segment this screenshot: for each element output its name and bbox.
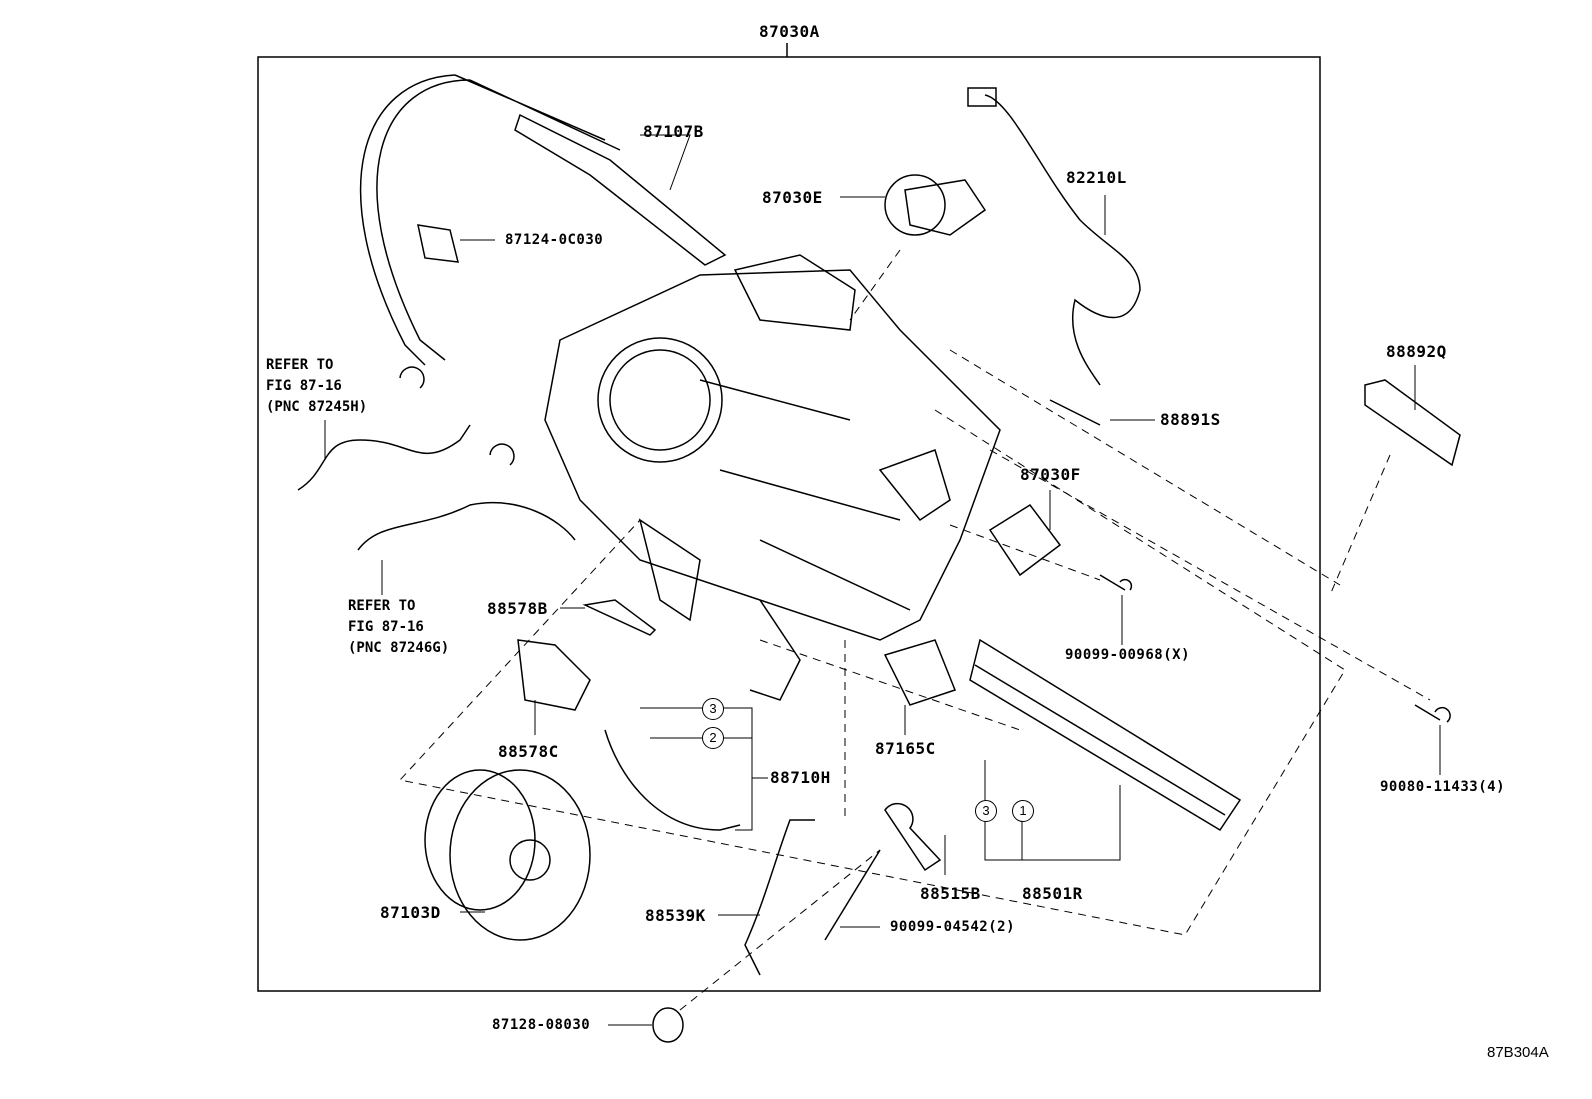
part-88515B-valve (884, 802, 942, 872)
part-82210L-harness (984, 94, 1141, 386)
label-90099-04542: 90099-04542(2) (890, 919, 1016, 935)
note-refer-87245H: REFER TO FIG 87-16 (PNC 87245H) (266, 357, 368, 415)
part-88539K-drain-hose (744, 819, 815, 976)
callout-3-lower: 3 (975, 800, 997, 822)
part-87128-grommet (652, 1007, 684, 1043)
label-90080-11433: 90080-11433(4) (1380, 779, 1506, 795)
assembly-frame (257, 56, 1321, 992)
callout-3-upper: 3 (702, 698, 724, 720)
part-87107B-pipe (359, 74, 727, 366)
label-88515B: 88515B (920, 884, 981, 903)
connector-82210L (967, 87, 997, 107)
part-87124-clip (417, 224, 459, 263)
screw-90080-11433 (1414, 704, 1451, 723)
callout-1: 1 (1012, 800, 1034, 822)
part-87165C-resistor (883, 639, 956, 706)
part-88710H-tube (604, 729, 741, 831)
part-88578C-seal (517, 639, 591, 711)
part-88891S-sensor (1049, 399, 1101, 426)
label-88539K: 88539K (645, 906, 706, 925)
hose-87245H (297, 424, 471, 491)
label-88501R: 88501R (1022, 884, 1083, 903)
screw-90099-04542 (824, 849, 881, 941)
label-90099-00968: 90099-00968(X) (1065, 647, 1191, 663)
part-88501R-evaporator (969, 638, 1242, 832)
label-87107B: 87107B (643, 122, 704, 141)
label-87128-08030: 87128-08030 (492, 1017, 591, 1033)
label-87124-0C030: 87124-0C030 (505, 232, 604, 248)
part-87030F-actuator (988, 503, 1062, 577)
part-87103D-blower (424, 769, 591, 941)
part-88892Q-filter (1364, 379, 1461, 467)
hvac-unit-housing (544, 254, 1001, 701)
clamp-1 (399, 366, 425, 389)
clamp-2 (489, 443, 515, 466)
part-88578B-plate (582, 599, 657, 636)
label-88892Q: 88892Q (1386, 342, 1447, 361)
figure-id: 87B304A (1487, 1044, 1549, 1061)
label-88891S: 88891S (1160, 410, 1221, 429)
label-87103D: 87103D (380, 903, 441, 922)
callout-2: 2 (702, 727, 724, 749)
screw-90099-00968 (1099, 574, 1133, 591)
hose-87246G (357, 501, 576, 551)
label-88710H: 88710H (770, 768, 831, 787)
label-88578C: 88578C (498, 742, 559, 761)
label-87030A: 87030A (759, 22, 820, 41)
note-refer-87246G: REFER TO FIG 87-16 (PNC 87246G) (348, 598, 450, 656)
label-88578B: 88578B (487, 599, 548, 618)
label-87030F: 87030F (1020, 465, 1081, 484)
label-87030E: 87030E (762, 188, 823, 207)
label-87165C: 87165C (875, 739, 936, 758)
part-87030E-actuator (884, 174, 987, 236)
label-82210L: 82210L (1066, 168, 1127, 187)
